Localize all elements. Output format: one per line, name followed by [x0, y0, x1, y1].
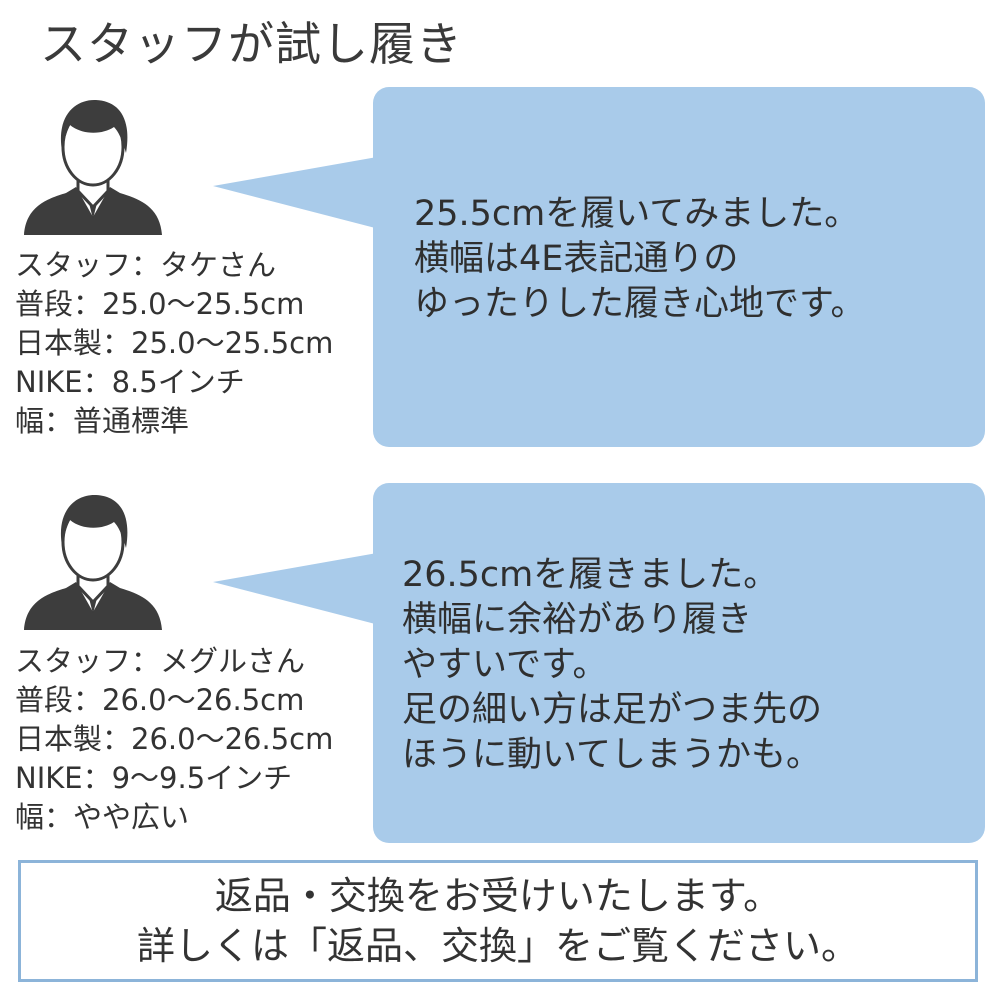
comment-line: 26.5cmを履きました。 [402, 555, 779, 595]
japan-size: 日本製：26.0〜26.5cm [15, 722, 334, 756]
nike-size: NIKE：9〜9.5インチ [15, 761, 293, 795]
comment-line: 横幅は4E表記通りの [414, 239, 739, 279]
speech-bubble-tail [213, 552, 383, 626]
staff-comment: 25.5cmを履いてみました。 横幅は4E表記通りの ゆったりした履き心地です。 [414, 192, 866, 327]
comment-line: 横幅に余裕があり履き [402, 600, 753, 640]
staff-name: スタッフ：タケさん [15, 248, 277, 282]
comment-line: やすいです。 [402, 645, 608, 685]
comment-line: 25.5cmを履いてみました。 [414, 194, 860, 234]
staff-profile: スタッフ：タケさん 普段：25.0〜25.5cm 日本製：25.0〜25.5cm… [15, 246, 365, 441]
usual-size: 普段：26.0〜26.5cm [15, 683, 305, 717]
nike-size: NIKE：8.5インチ [15, 365, 245, 399]
staff-profile: スタッフ：メグルさん 普段：26.0〜26.5cm 日本製：26.0〜26.5c… [15, 642, 365, 837]
speech-bubble [373, 483, 985, 843]
return-notice: 返品・交換をお受けいたします。 詳しくは「返品、交換」をご覧ください。 [18, 860, 978, 982]
staff-avatar-icon [24, 494, 162, 630]
staff-avatar-icon [24, 99, 162, 235]
width-info: 幅：やや広い [15, 800, 190, 834]
comment-line: 足の細い方は足がつま先の [402, 690, 823, 730]
width-info: 幅：普通標準 [15, 404, 190, 438]
notice-line: 詳しくは「返品、交換」をご覧ください。 [136, 924, 859, 968]
staff-comment: 26.5cmを履きました。 横幅に余裕があり履き やすいです。 足の細い方は足が… [402, 553, 822, 778]
notice-line: 返品・交換をお受けいたします。 [214, 874, 782, 918]
japan-size: 日本製：25.0〜25.5cm [15, 326, 334, 360]
speech-bubble-tail [213, 156, 383, 230]
page-title: スタッフが試し履き [40, 17, 463, 71]
speech-bubble [373, 87, 985, 447]
comment-line: ゆったりした履き心地です。 [414, 284, 866, 324]
usual-size: 普段：25.0〜25.5cm [15, 287, 305, 321]
comment-line: ほうに動いてしまうかも。 [402, 735, 821, 775]
staff-name: スタッフ：メグルさん [15, 644, 306, 678]
